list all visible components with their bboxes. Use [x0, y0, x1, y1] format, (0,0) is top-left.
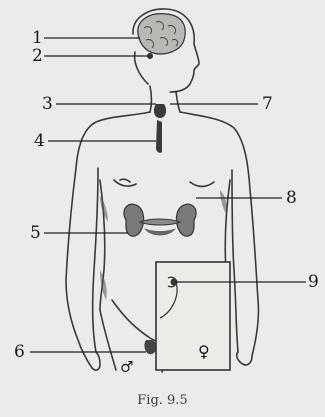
label-7: 7: [262, 96, 273, 113]
testes: [144, 340, 156, 354]
label-8: 8: [286, 190, 297, 207]
label-5: 5: [30, 225, 41, 242]
label-2: 2: [32, 48, 43, 65]
label-4: 4: [34, 133, 45, 150]
label-1: 1: [32, 30, 43, 47]
label-3: 3: [42, 96, 53, 113]
figure-caption: Fig. 9.5: [0, 393, 325, 408]
female-symbol: ♀: [198, 344, 210, 360]
female-inset: [156, 262, 230, 370]
label-6: 6: [14, 344, 25, 361]
male-symbol: ♂: [120, 360, 133, 375]
label-9: 9: [308, 274, 319, 291]
brain: [138, 14, 185, 54]
kidneys-adrenal: [124, 204, 196, 236]
thyroid-gland: [154, 104, 166, 153]
